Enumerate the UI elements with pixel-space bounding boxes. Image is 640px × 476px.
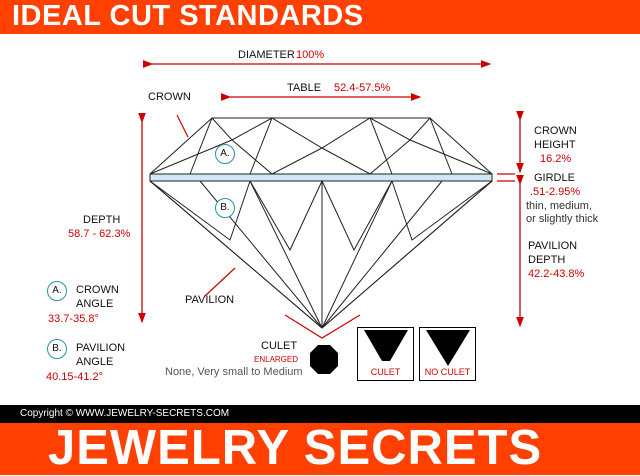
- copyright-bar: Copyright © WWW.JEWELRY-SECRETS.COM: [0, 405, 640, 423]
- brand: JEWELRY SECRETS: [48, 421, 543, 475]
- girdle-value: .51-2.95%: [530, 186, 581, 198]
- depth-label: DEPTH: [83, 214, 121, 226]
- girdle-note1: thin, medium,: [526, 200, 593, 212]
- culet-box-label: CULET: [370, 367, 401, 377]
- crown-height-label2: HEIGHT: [534, 139, 576, 151]
- no-culet-box: NO CULET: [419, 327, 476, 381]
- crown-height-label: CROWN: [534, 125, 577, 137]
- no-culet-shape-icon: [426, 330, 470, 366]
- crown-angle-label2: ANGLE: [76, 298, 114, 310]
- title-banner: IDEAL CUT STANDARDS: [0, 0, 640, 34]
- depth-value: 58.7 - 62.3%: [68, 228, 131, 240]
- crown-angle-marker: A.: [47, 281, 67, 301]
- culet-shape-icon: [364, 330, 408, 361]
- pavilion-angle-marker: B.: [47, 339, 67, 359]
- pavilion-pointer: [204, 267, 236, 297]
- brand-banner: JEWELRY SECRETS: [0, 421, 640, 475]
- marker-a: A.: [215, 144, 235, 164]
- copyright: Copyright © WWW.JEWELRY-SECRETS.COM: [20, 408, 230, 419]
- pavilion-depth-label: PAVILION: [528, 240, 578, 252]
- diameter-label: DIAMETER: [238, 49, 295, 61]
- no-culet-box-label: NO CULET: [424, 367, 471, 377]
- table-label: TABLE: [287, 82, 322, 94]
- culet-label: CULET: [261, 340, 298, 352]
- culet-box: CULET: [357, 327, 414, 381]
- diamond-diagram: [138, 60, 524, 374]
- crown-angle-label: CROWN: [76, 284, 119, 296]
- crown-label: CROWN: [148, 91, 191, 103]
- pavilion-label: PAVILION: [185, 294, 235, 306]
- table-value: 52.4-57.5%: [334, 82, 391, 94]
- culet-octagon: [310, 345, 338, 374]
- culet-pointer: [284, 314, 361, 339]
- diameter-value: 100%: [296, 49, 325, 61]
- marker-b: B.: [215, 198, 235, 218]
- pavilion-angle-value: 40.15-41.2°: [46, 371, 103, 383]
- crown-height-value: 16.2%: [540, 153, 572, 165]
- girdle-label: GIRDLE: [534, 172, 575, 184]
- crown-pointer: [176, 114, 189, 138]
- pavilion-angle-label: PAVILION: [76, 342, 126, 354]
- diamond: [149, 117, 493, 329]
- girdle-note2: or slightly thick: [526, 213, 599, 225]
- page-title: IDEAL CUT STANDARDS: [12, 0, 364, 32]
- culet-range: None, Very small to Medium: [165, 366, 303, 378]
- crown-angle-value: 33.7-35.8°: [48, 313, 99, 325]
- pavilion-depth-value: 42.2-43.8%: [528, 268, 585, 280]
- culet-enlarged: ENLARGED: [254, 355, 299, 364]
- pavilion-angle-label2: ANGLE: [76, 356, 114, 368]
- pavilion-depth-label2: DEPTH: [528, 254, 566, 266]
